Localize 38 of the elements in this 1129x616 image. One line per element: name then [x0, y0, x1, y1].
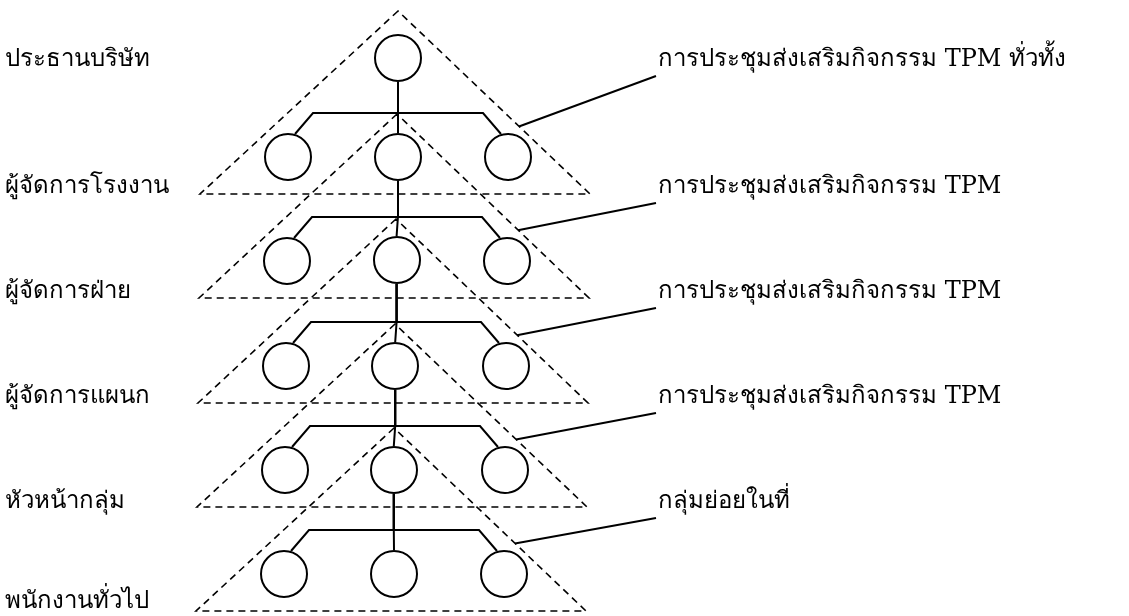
circle-node	[482, 342, 530, 390]
connector-line	[392, 493, 498, 552]
level-label: ประธานบริษัท	[5, 43, 150, 74]
circle-node	[480, 550, 528, 598]
level-label: ผู้จัดการแผนก	[5, 380, 150, 412]
meeting-label: การประชุมส่งเสริมกิจกรรม TPM ทั่วทั้ง	[658, 40, 1066, 76]
level-label: พนักงานทั่วไป	[5, 582, 149, 616]
leader-line	[515, 307, 657, 337]
circle-node	[370, 550, 418, 598]
meeting-label: กลุ่มย่อยในที่	[658, 482, 790, 518]
level-label: หัวหน้ากลุ่ม	[5, 485, 125, 517]
circle-node	[260, 550, 308, 598]
circle-node	[263, 237, 311, 285]
leader-line	[516, 202, 657, 232]
connector-line	[395, 283, 500, 344]
circle-node	[481, 446, 529, 494]
circle-node	[372, 236, 421, 284]
level-label: ผู้จัดการโรงงาน	[5, 170, 169, 202]
circle-node	[374, 133, 422, 181]
circle-node	[484, 133, 532, 181]
meeting-label: การประชุมส่งเสริมกิจกรรม TPM	[658, 272, 1002, 308]
circle-node	[262, 342, 310, 390]
meeting-label: การประชุมส่งเสริมกิจกรรม TPM	[658, 377, 1002, 413]
leader-line	[514, 412, 657, 441]
leader-line	[517, 75, 657, 128]
circle-node	[261, 446, 309, 494]
connector-line	[397, 81, 502, 135]
circle-node	[374, 34, 422, 82]
leader-line	[513, 517, 657, 545]
circle-node	[369, 446, 418, 494]
level-label: ผู้จัดการฝ่าย	[5, 275, 131, 307]
circle-node	[371, 342, 420, 390]
connector-line	[397, 180, 501, 239]
circle-node	[483, 237, 531, 285]
connector-line	[394, 389, 499, 448]
meeting-label: การประชุมส่งเสริมกิจกรรม TPM	[658, 167, 1002, 203]
circle-node	[264, 133, 312, 181]
dashed-triangle	[196, 427, 586, 612]
